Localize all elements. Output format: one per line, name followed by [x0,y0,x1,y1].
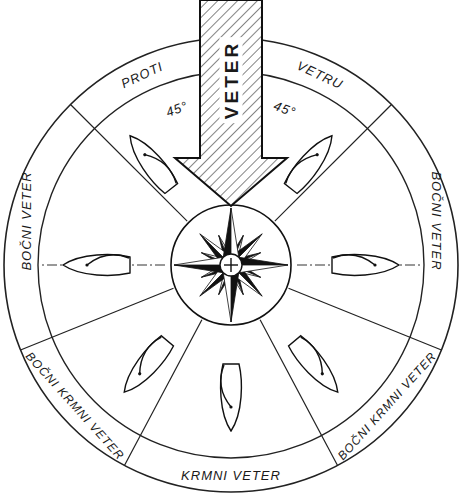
sector-divider [275,104,392,221]
boat-mast [85,263,88,266]
boat-hull [63,255,130,276]
sector-label: KRMNI VETER [181,469,281,482]
boat-hull [283,129,341,195]
sailboat [287,334,346,399]
boat-hull [332,255,399,276]
boat-hull [221,364,242,431]
sailboat [63,255,130,276]
compass-hub [220,254,242,276]
boat-hull [122,129,180,195]
sector-label: BOČNI VETER [430,172,443,271]
wind-label: VETER [220,37,243,123]
boat-sail [333,255,375,265]
sailboat [332,255,399,276]
sailboat [122,129,180,195]
boat-hull [116,334,175,399]
boat-sail [221,365,231,407]
compass-cross [230,258,231,272]
sector-divider [288,288,441,350]
boat-mast [137,372,142,377]
boat-mast [320,372,325,377]
sailboat [283,129,341,195]
compass-rose [171,205,291,325]
compass-ring [171,205,291,325]
boat-mast [373,263,376,266]
sector-label: BOČNI VETER [19,172,32,271]
wind-arrow [175,0,287,206]
sailboat [116,334,175,399]
boat-hull [287,334,346,399]
boat-sail [87,255,129,265]
boat-sail [283,148,317,187]
sector-divider [21,288,174,350]
sector-divider [70,104,187,221]
boat-mast [315,152,319,156]
boat-mast [143,152,147,156]
boat-sail [132,335,167,374]
boat-sail [295,335,330,374]
sailboat [221,364,242,431]
boat-sail [145,148,179,187]
boat-mast [229,405,232,408]
